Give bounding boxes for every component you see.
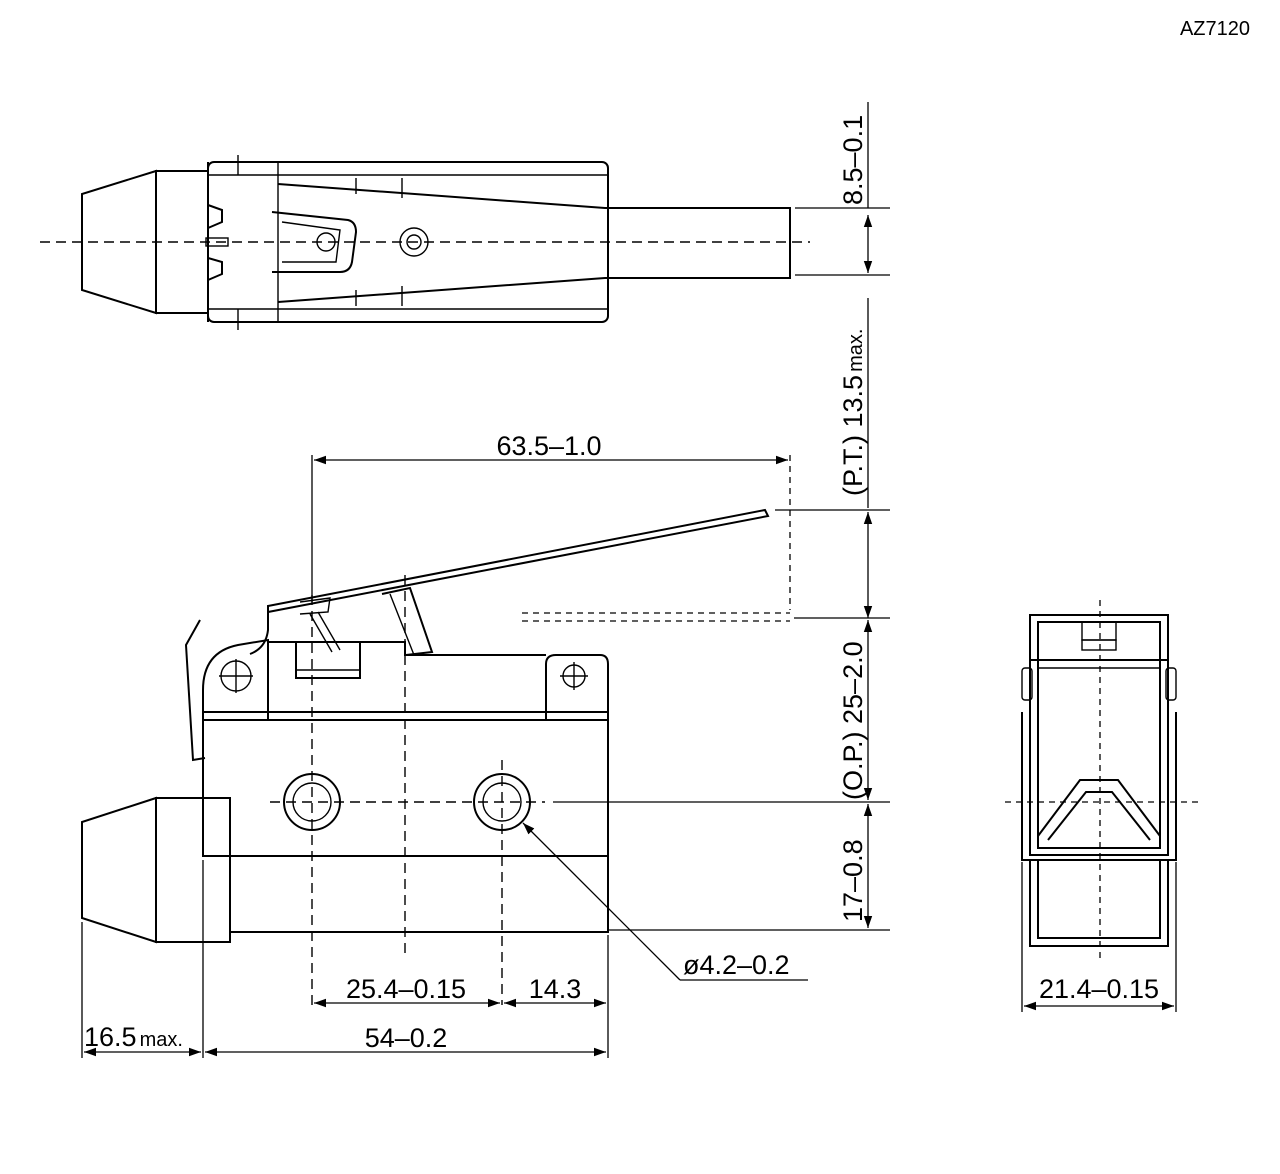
dim-body-length: 54–0.2	[365, 1023, 448, 1053]
side-view-frame	[1029, 614, 1169, 856]
side-view	[1005, 600, 1200, 960]
dim-operating-position: (O.P.) 25–2.0	[838, 641, 868, 800]
dim-side-width: 21.4–0.15	[1039, 974, 1159, 1004]
front-view-pivot-block	[202, 638, 269, 720]
front-view	[81, 508, 890, 1005]
model-label: AZ7120	[1180, 18, 1250, 40]
front-view-mount-block	[545, 654, 609, 720]
dim-hole-pitch: 25.4–0.15	[346, 974, 466, 1004]
dimension-lines	[81, 102, 1177, 1058]
dim-base-height: 17–0.8	[838, 839, 868, 922]
dim-lever-length: 63.5–1.0	[496, 431, 601, 461]
front-view-lever	[267, 508, 770, 614]
dim-hole-offset: 14.3	[529, 974, 582, 1004]
dim-hole-diameter: ø4.2–0.2	[683, 950, 790, 980]
front-view-button	[295, 641, 361, 679]
dim-pretravel: (P.T.) 13.5max.	[838, 329, 868, 496]
front-view-plunger	[81, 796, 157, 944]
top-view	[40, 155, 810, 330]
dim-top-width: 8.5–0.1	[838, 115, 868, 205]
front-view-plunger-neck	[155, 797, 231, 943]
